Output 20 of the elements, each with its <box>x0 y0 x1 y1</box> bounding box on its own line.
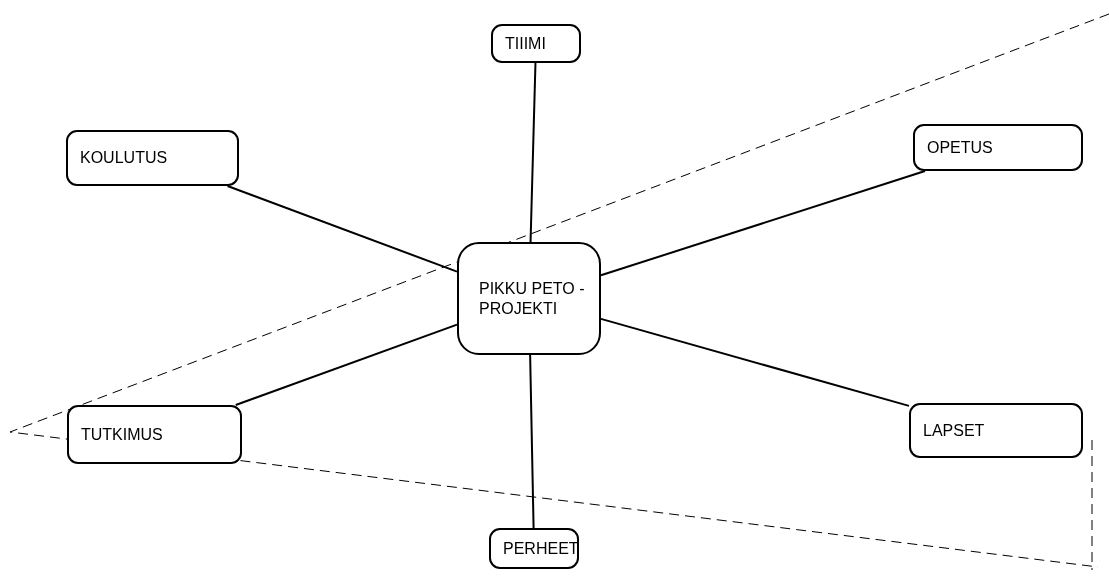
topic-box <box>66 130 239 186</box>
connector-line <box>529 354 535 529</box>
topic-label: KOULUTUS <box>80 148 168 168</box>
topic-box <box>457 242 601 355</box>
topic-label: OPETUS <box>927 137 993 158</box>
topic-box <box>913 124 1083 171</box>
topic-box <box>67 405 242 464</box>
connector-line <box>600 170 926 277</box>
topic-label: LAPSET <box>923 420 985 441</box>
topic-label: TUTKIMUS <box>81 424 163 445</box>
topic-box <box>909 403 1083 458</box>
connector-line <box>529 62 537 243</box>
topic-label: PIKKU PETO -PROJEKTI <box>479 279 585 318</box>
topic-label: PERHEET <box>503 538 579 559</box>
topic-box <box>489 528 579 569</box>
connector-line <box>234 323 458 406</box>
connector-line <box>226 185 458 273</box>
connector-line <box>600 317 910 407</box>
topic-box <box>491 24 581 63</box>
topic-label: TIIIMI <box>505 33 546 54</box>
